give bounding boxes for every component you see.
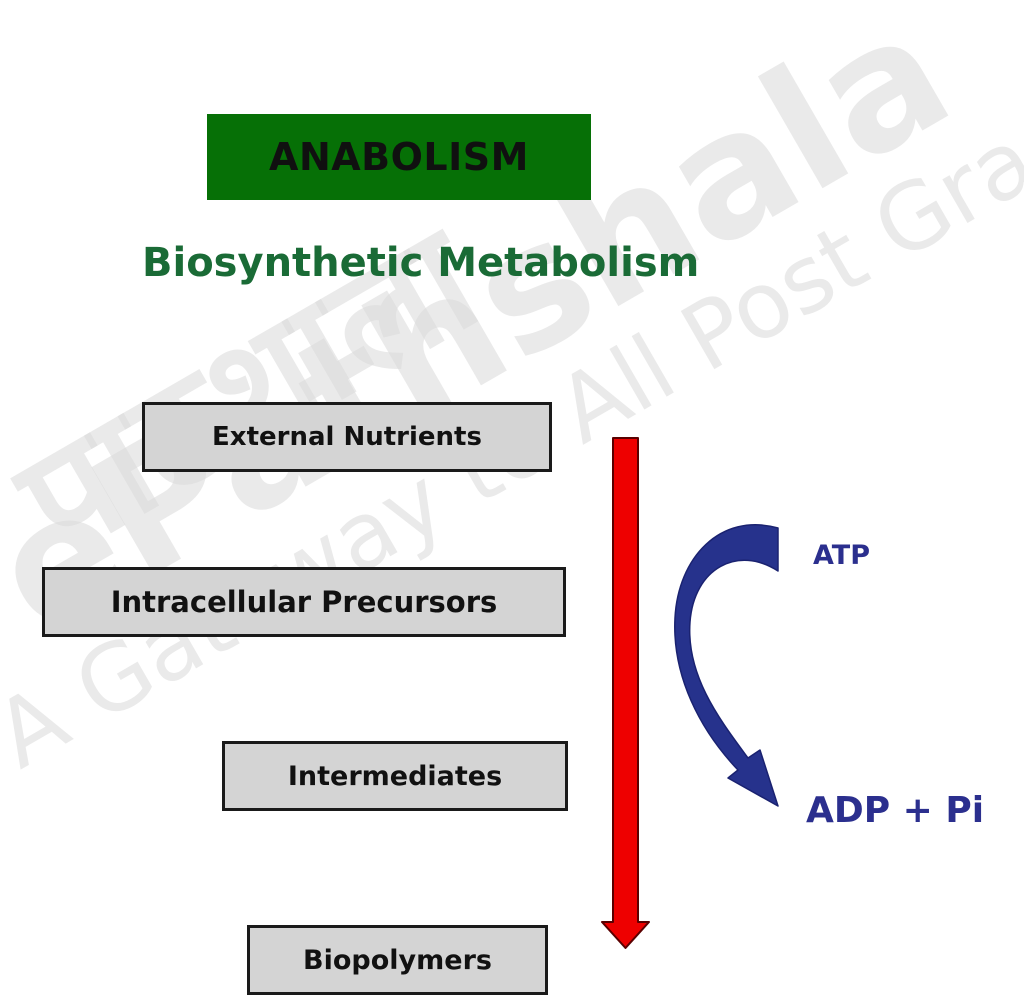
step-biopolymers: Biopolymers [247,925,548,995]
atp-label: ATP [813,540,871,571]
flow-arrow [601,437,650,949]
step-intermediates: Intermediates [222,741,568,811]
subtitle: Biosynthetic Metabolism [142,240,700,286]
page-title: ANABOLISM [269,135,529,179]
title-banner: ANABOLISM [207,114,591,200]
step-external-nutrients: External Nutrients [142,402,552,472]
energy-arrow [674,524,779,807]
step-intracellular-precursors: Intracellular Precursors [42,567,566,637]
adp-pi-label: ADP + Pi [806,790,985,831]
